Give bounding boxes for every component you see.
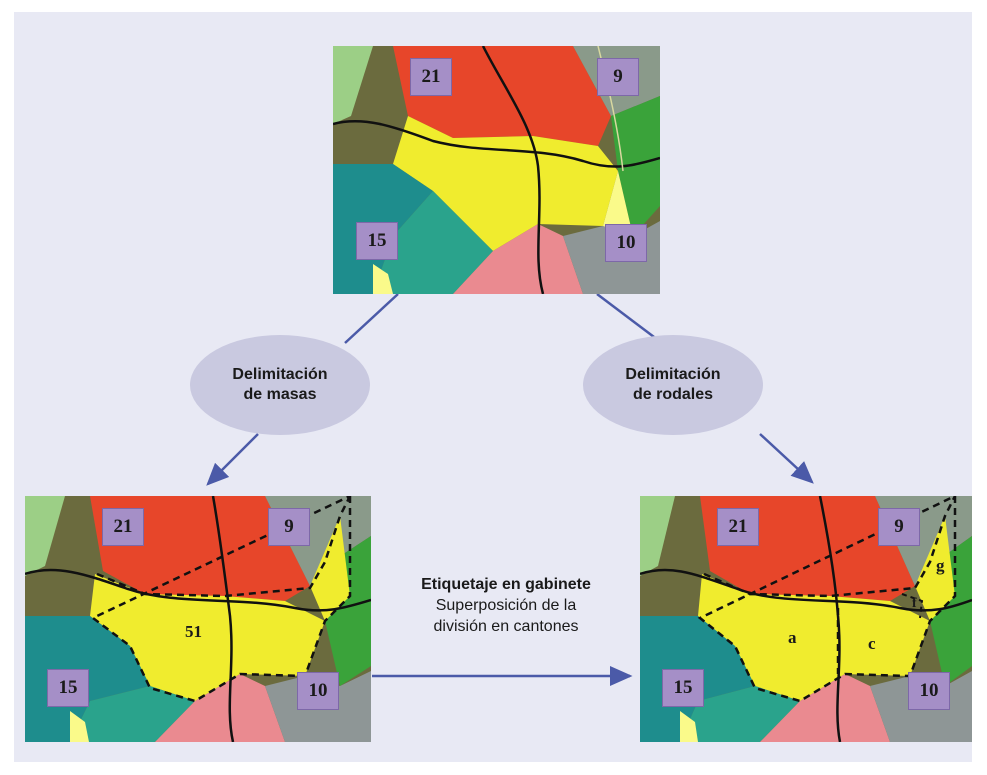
connector-top-to-left-ellipse [344,293,399,344]
stand-badge: 9 [878,508,920,546]
middle-line2: Superposición de la [435,596,577,614]
stand-badge: 15 [47,669,89,707]
stand-badge: 10 [605,224,647,262]
ellipse-delimitacion-masas: Delimitación de masas [190,335,370,435]
arrow-right-ellipse-to-right-map [759,433,814,484]
stand-badge: 9 [268,508,310,546]
connector-top-to-right-ellipse [596,293,663,344]
stand-badge: 15 [356,222,398,260]
stand-badge: 10 [297,672,339,710]
middle-line3: división en cantones [433,617,579,635]
stand-label-51: 51 [185,622,202,641]
stand-label-c: c [868,634,876,653]
stand-label-f: f [912,596,917,611]
stand-badge: 21 [717,508,759,546]
stand-badge: 21 [102,508,144,546]
stand-badge: 9 [597,58,639,96]
ellipse-line1: Delimitación [232,366,328,383]
middle-process-label: Etiquetaje en gabinete Superposición de … [376,575,636,637]
map-masas: 21 9 15 10 51 [25,496,371,742]
ellipse-delimitacion-rodales: Delimitación de rodales [583,335,763,435]
stand-label-a: a [788,628,797,647]
stand-label-g: g [936,556,945,575]
map-top: 21 9 15 10 [333,46,660,294]
ellipse-line1: Delimitación [625,366,721,383]
stand-badge: 10 [908,672,950,710]
middle-title: Etiquetaje en gabinete [421,576,591,593]
stand-badge: 21 [410,58,452,96]
ellipse-line2: de masas [243,386,317,403]
map-rodales: 21 9 15 10 a c f g [640,496,972,742]
stand-badge: 15 [662,669,704,707]
ellipse-line2: de rodales [632,386,714,403]
arrow-left-ellipse-to-left-map [206,433,259,486]
